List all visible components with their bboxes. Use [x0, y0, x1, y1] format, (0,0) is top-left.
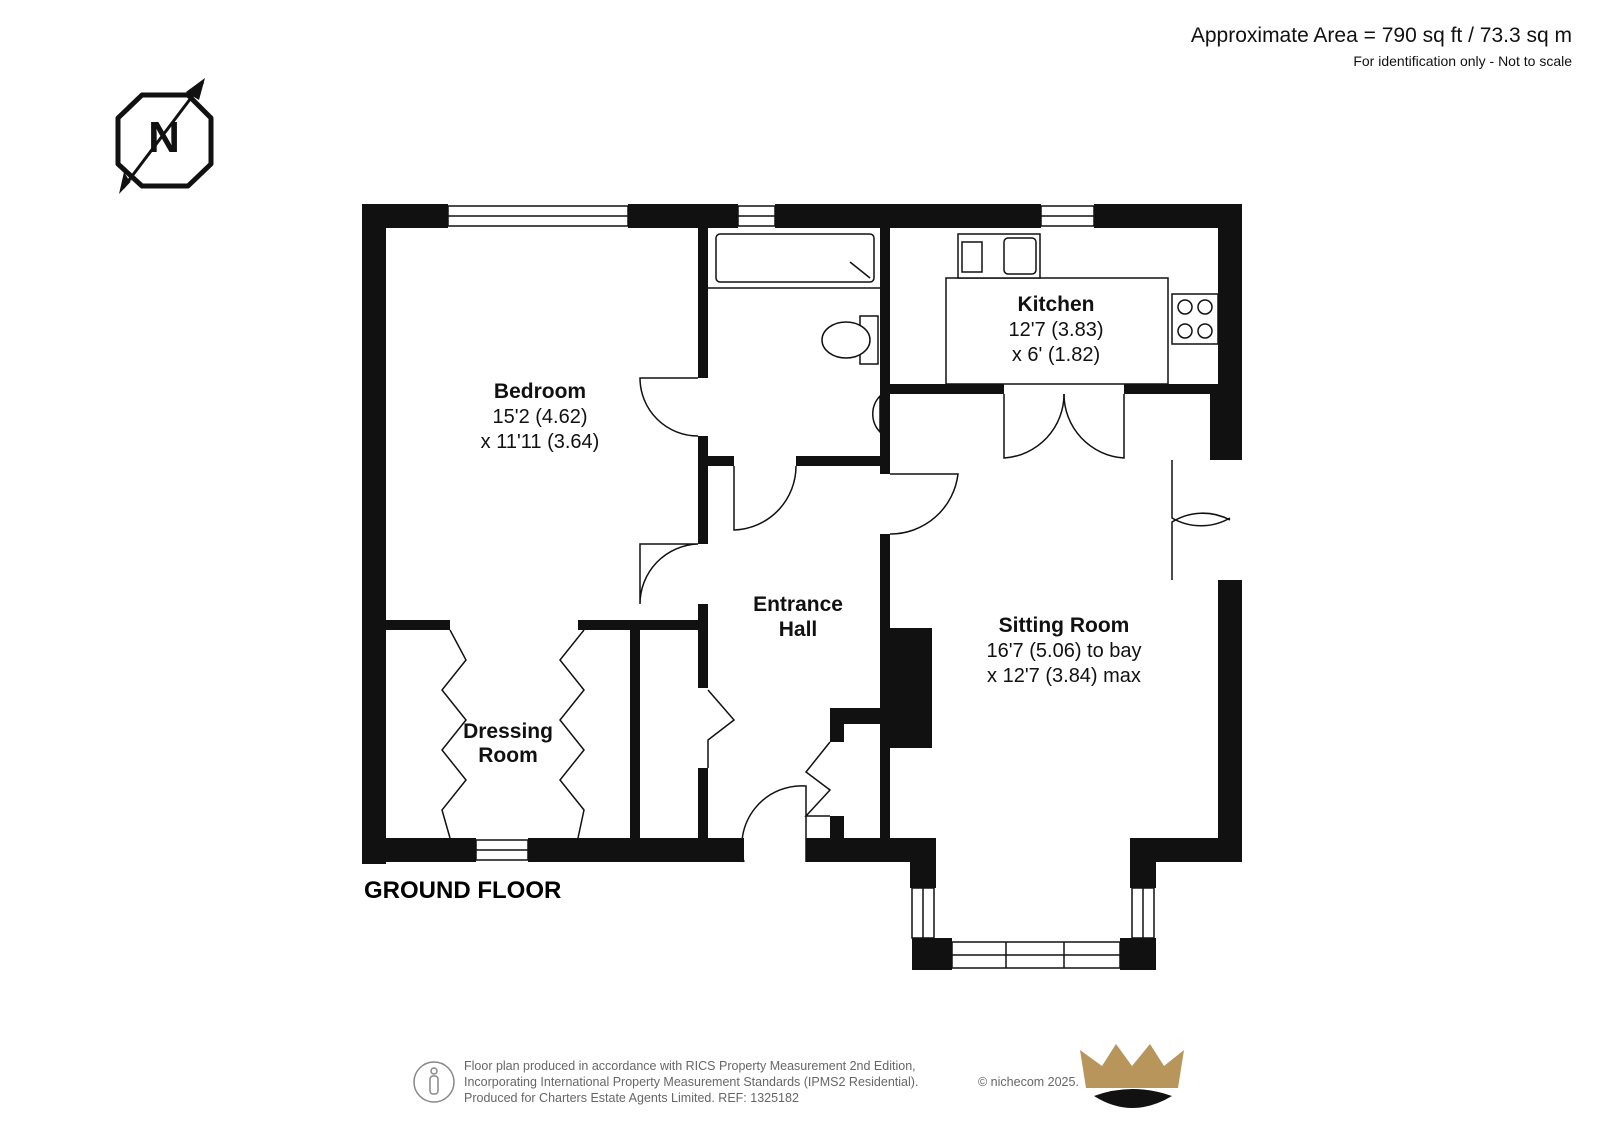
kitchen-fixtures: [945, 233, 1219, 385]
sitting-name: Sitting Room: [999, 614, 1130, 637]
sitting-dim2: x 12'7 (3.84) max: [987, 665, 1141, 687]
north-arrow-icon: N: [115, 78, 214, 194]
doors: [639, 377, 1231, 863]
wardrobe-doors: [441, 629, 832, 839]
bedroom-dim2: x 11'11 (3.64): [481, 431, 600, 453]
person-icon: [413, 1061, 455, 1103]
entrance-name2: Hall: [779, 618, 818, 641]
dressing-name2: Room: [478, 744, 538, 767]
crown-logo: [1080, 1044, 1184, 1108]
area-header: Approximate Area = 790 sq ft / 73.3 sq m…: [1191, 22, 1572, 72]
windows: [447, 205, 1155, 969]
footer-line2: Incorporating International Property Mea…: [464, 1075, 919, 1089]
entrance-name1: Entrance: [753, 593, 843, 616]
bedroom-name: Bedroom: [494, 380, 586, 403]
basin-icon: [872, 394, 881, 434]
dressing-name1: Dressing: [463, 720, 553, 743]
walls: [362, 204, 1242, 970]
footer: Floor plan produced in accordance with R…: [412, 1058, 1172, 1118]
hob-icon: [1171, 293, 1219, 345]
kitchen-counter: [945, 277, 1169, 385]
kitchen-name: Kitchen: [1017, 293, 1094, 316]
footer-line3: Produced for Charters Estate Agents Limi…: [464, 1091, 799, 1105]
sitting-dim1: 16'7 (5.06) to bay: [986, 640, 1141, 662]
scale-note: For identification only - Not to scale: [1353, 53, 1572, 69]
kitchen-dim2: x 6' (1.82): [1012, 344, 1100, 366]
compass-letter: N: [148, 113, 180, 162]
copyright: © nichecom 2025.: [978, 1075, 1079, 1089]
bedroom-dim1: 15'2 (4.62): [493, 406, 588, 428]
approximate-area: Approximate Area = 790 sq ft / 73.3 sq m: [1190, 24, 1572, 47]
footer-line1: Floor plan produced in accordance with R…: [464, 1059, 916, 1073]
kitchen-dim1: 12'7 (3.83): [1009, 319, 1104, 341]
room-labels: Bedroom 15'2 (4.62) x 11'11 (3.64) Kitch…: [463, 293, 1141, 767]
bath-icon: [715, 233, 875, 283]
footer-text: Floor plan produced in accordance with R…: [464, 1058, 918, 1106]
floor-label: GROUND FLOOR: [364, 877, 561, 904]
bathroom-fixtures: [708, 233, 881, 434]
